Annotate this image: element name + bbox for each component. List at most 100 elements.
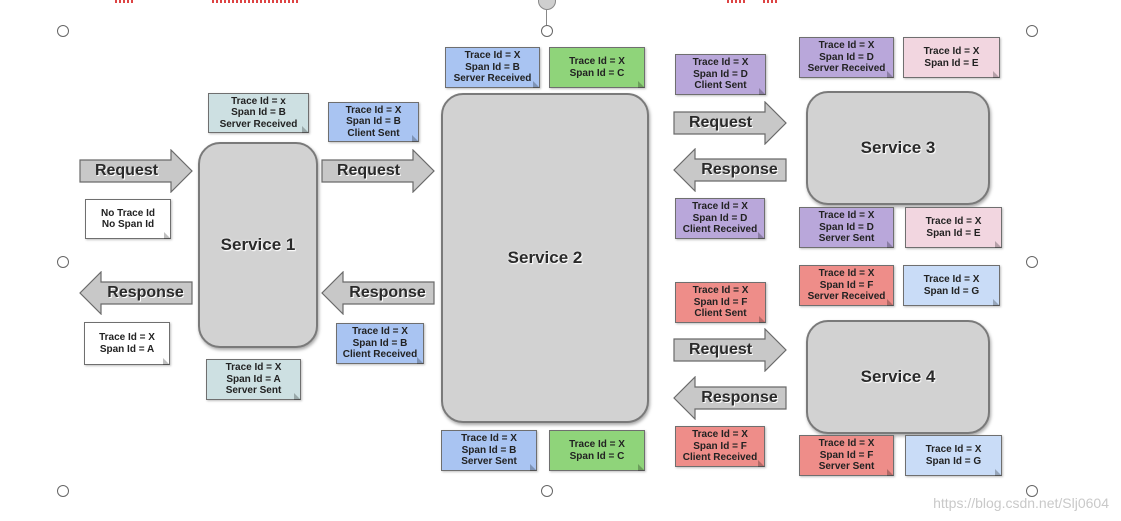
rotate-handle[interactable]: [538, 0, 556, 10]
note-service-2-span-c-top: Trace Id = X Span Id = C: [549, 47, 645, 88]
note-line: Client Received: [682, 224, 758, 236]
spellcheck-underline: [115, 0, 133, 3]
note-line: Server Received: [807, 63, 886, 75]
note-line: Trace Id = X: [225, 362, 282, 374]
note-service-4-span-g-top: Trace Id = X Span Id = G: [903, 265, 1000, 306]
spellcheck-underline: [727, 0, 747, 3]
service-3-box: Service 3: [806, 91, 990, 205]
note-line: Trace Id = X: [569, 439, 625, 450]
note-line: Trace Id = X: [464, 50, 521, 62]
note-line: Span Id = F: [693, 440, 747, 452]
note-line: Trace Id = X: [923, 46, 980, 57]
note-service-4-span-g-bottom: Trace Id = X Span Id = G: [905, 435, 1002, 476]
note-service-4-server-received: Trace Id = X Span Id = F Server Received: [799, 265, 894, 306]
note-line: Span Id = A: [99, 343, 155, 355]
request-arrow-label: Request: [688, 341, 753, 358]
response-arrow-label: Response: [701, 161, 778, 178]
note-line: No Trace Id: [101, 207, 155, 219]
note-line: No Span Id: [101, 219, 155, 230]
resize-handle-top-left[interactable]: [57, 25, 69, 37]
request-arrow-label: Request: [94, 162, 159, 179]
note-line: Client Sent: [694, 80, 747, 92]
resize-handle-top-right[interactable]: [1026, 25, 1038, 37]
note-service-2-server-sent: Trace Id = X Span Id = B Server Sent: [441, 430, 537, 471]
note-line: Client Received: [682, 452, 758, 464]
resize-handle-bottom-left[interactable]: [57, 485, 69, 497]
note-line: Trace Id = X: [818, 210, 875, 222]
request-arrow-service-2-to-service-3: Request: [673, 101, 788, 145]
note-line: Span Id = F: [693, 296, 748, 308]
note-line: Trace Id = x: [231, 95, 286, 107]
note-line: Trace Id = X: [692, 429, 748, 441]
resize-handle-top-middle[interactable]: [541, 25, 553, 37]
note-service-4-client-sent: Trace Id = X Span Id = F Client Sent: [675, 282, 766, 323]
request-arrow-label: Request: [336, 162, 401, 179]
watermark-text: https://blog.csdn.net/Slj0604: [933, 495, 1109, 511]
request-arrow-label: Request: [688, 114, 753, 131]
note-line: Span Id = D: [692, 212, 748, 224]
service-1-box: Service 1: [198, 142, 318, 348]
note-service-3-server-sent: Trace Id = X Span Id = D Server Sent: [799, 207, 894, 248]
note-service-3-server-received: Trace Id = X Span Id = D Server Received: [799, 37, 894, 78]
response-arrow-label: Response: [701, 389, 778, 406]
note-line: Trace Id = X: [692, 201, 748, 213]
service-2-box: Service 2: [441, 93, 649, 423]
note-line: Server Sent: [225, 385, 282, 397]
note-service-3-client-sent: Trace Id = X Span Id = D Client Sent: [675, 54, 766, 95]
resize-handle-middle-right[interactable]: [1026, 256, 1038, 268]
service-4-label: Service 4: [860, 367, 936, 386]
note-line: Server Sent: [818, 233, 875, 245]
spellcheck-underline: [763, 0, 779, 3]
note-line: Span Id = D: [819, 51, 874, 63]
note-line: Span Id = E: [926, 227, 981, 239]
note-service-4-server-sent: Trace Id = X Span Id = F Server Sent: [799, 435, 894, 476]
note-line: Trace Id = X: [925, 444, 982, 455]
note-service-3-span-e-bottom: Trace Id = X Span Id = E: [905, 207, 1002, 248]
note-service-2-span-c-bottom: Trace Id = X Span Id = C: [549, 430, 645, 471]
note-line: Trace Id = X: [818, 268, 875, 280]
note-line: Trace Id = X: [923, 274, 980, 285]
spellcheck-underline: [212, 0, 298, 3]
note-line: Trace Id = X: [692, 57, 749, 69]
note-line: Server Received: [453, 73, 532, 85]
service-4-box: Service 4: [806, 320, 990, 434]
note-line: Span Id = B: [231, 107, 286, 119]
note-line: Client Received: [342, 349, 418, 361]
note-line: Span Id = B: [465, 61, 520, 73]
note-line: Trace Id = X: [818, 438, 875, 450]
note-line: Trace Id = X: [692, 285, 749, 297]
note-service-1-server-sent: Trace Id = X Span Id = A Server Sent: [206, 359, 301, 400]
note-line: Server Sent: [818, 461, 875, 473]
note-line: Span Id = F: [819, 279, 874, 291]
resize-handle-bottom-middle[interactable]: [541, 485, 553, 497]
response-arrow-label: Response: [349, 284, 426, 301]
note-line: Trace Id = X: [818, 40, 875, 52]
note-line: Span Id = B: [346, 116, 401, 128]
note-line: Client Sent: [347, 127, 400, 139]
request-arrow-service-1-to-service-2: Request: [321, 149, 436, 193]
note-line: Trace Id = X: [925, 216, 982, 227]
note-line: Server Received: [219, 118, 298, 130]
note-line: Trace Id = X: [461, 433, 517, 445]
note-service-3-client-received: Trace Id = X Span Id = D Client Received: [675, 198, 765, 239]
note-line: Trace Id = X: [345, 104, 402, 116]
response-arrow-service-2-to-service-1: Response: [321, 271, 436, 315]
note-line: Server Sent: [461, 456, 517, 468]
note-line: Span Id = F: [819, 449, 874, 461]
note-line: Span Id = A: [226, 373, 281, 385]
note-line: Span Id = E: [924, 57, 979, 69]
note-service-1-client-received: Trace Id = X Span Id = B Client Received: [336, 323, 424, 364]
response-arrow-service-4-to-service-2: Response: [673, 376, 788, 420]
response-arrow-service-1-to-client: Response: [79, 271, 194, 315]
resize-handle-bottom-right[interactable]: [1026, 485, 1038, 497]
note-line: Span Id = C: [569, 67, 625, 79]
note-line: Span Id = D: [693, 68, 748, 80]
response-arrow-service-3-to-service-2: Response: [673, 148, 788, 192]
resize-handle-middle-left[interactable]: [57, 256, 69, 268]
note-line: Span Id = G: [925, 455, 982, 467]
note-client-out: Trace Id = X Span Id = A: [84, 322, 170, 365]
note-line: Span Id = B: [461, 444, 517, 456]
note-client-in: No Trace Id No Span Id: [85, 199, 171, 239]
note-service-3-span-e-top: Trace Id = X Span Id = E: [903, 37, 1000, 78]
note-line: Span Id = D: [819, 221, 874, 233]
